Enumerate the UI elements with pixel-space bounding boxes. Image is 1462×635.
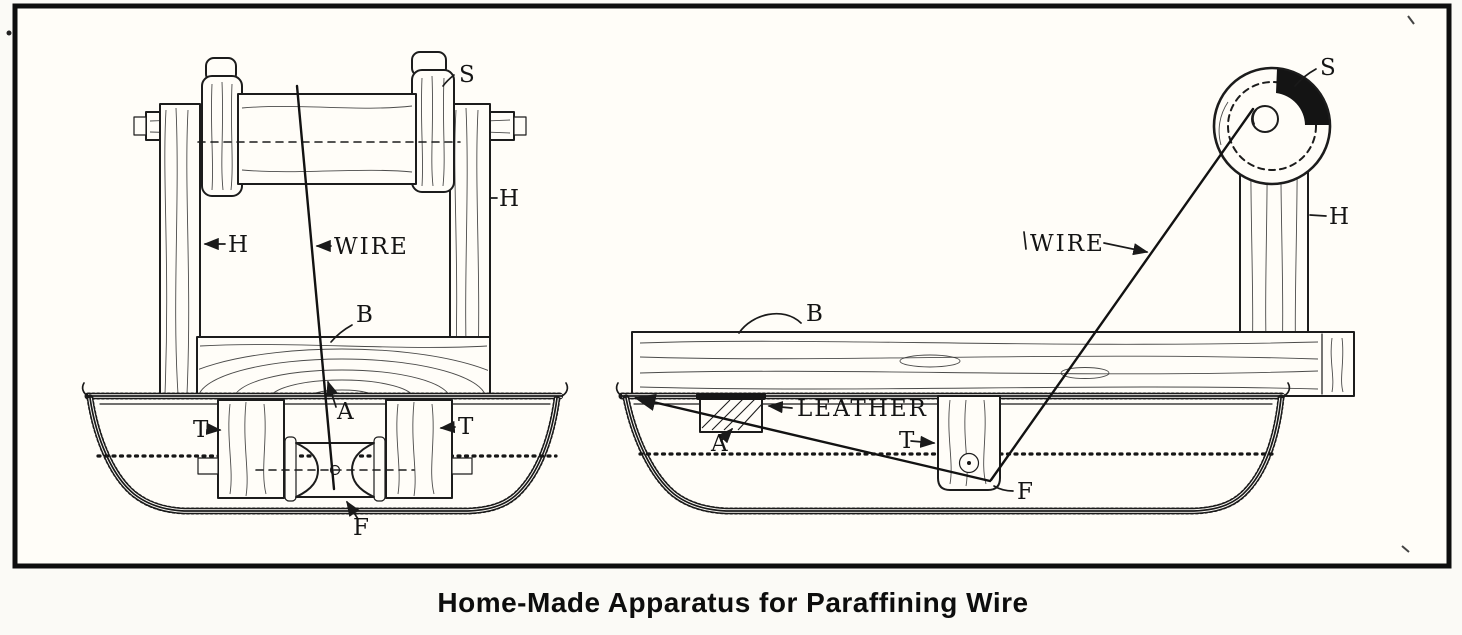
label-pulley-side: F xyxy=(1017,479,1035,505)
side-view-labels: S H WIRE B LEATHER A T F xyxy=(710,55,1351,505)
scan-speck xyxy=(1401,545,1410,553)
label-hole-front: A xyxy=(336,399,356,425)
side-view-diagram: S H WIRE B LEATHER A T F xyxy=(615,55,1355,515)
block-left xyxy=(217,399,285,499)
axle-dowel-right xyxy=(451,457,473,475)
board xyxy=(196,336,491,398)
axle-dowel-left xyxy=(197,457,219,475)
wire-line-lower xyxy=(633,394,992,483)
spool-shading xyxy=(1276,69,1329,125)
label-wire-side: WIRE xyxy=(1030,231,1105,257)
label-upright-left-front: H xyxy=(228,232,250,258)
label-block-right-front: T xyxy=(458,414,475,440)
spool xyxy=(197,51,461,197)
label-wire-front: WIRE xyxy=(334,234,409,260)
block-right xyxy=(385,399,453,499)
label-spool-front: S xyxy=(459,62,477,88)
label-board-side: B xyxy=(806,301,825,327)
leather-strip xyxy=(696,393,766,400)
label-pulley-front: F xyxy=(353,515,371,541)
pulley xyxy=(255,436,415,502)
scan-speck xyxy=(6,30,12,36)
figure-caption: Home-Made Apparatus for Paraffining Wire xyxy=(437,587,1028,618)
wire-line-upper xyxy=(989,107,1255,482)
front-view-labels: S H H WIRE B A T T F xyxy=(193,62,521,541)
spool xyxy=(1212,66,1332,186)
label-block-left-front: T xyxy=(193,417,210,443)
label-block-side: A xyxy=(710,431,730,457)
scan-speck xyxy=(1407,15,1415,25)
front-view-diagram: S H H WIRE B A T T F xyxy=(81,51,569,541)
board xyxy=(631,331,1355,397)
label-upright-side: H xyxy=(1329,204,1351,230)
pan xyxy=(81,382,569,515)
label-support-side: T xyxy=(899,428,916,454)
label-spool-side: S xyxy=(1320,55,1338,81)
wire-line xyxy=(295,84,336,491)
upright-left xyxy=(159,103,201,399)
label-upright-right-front: H xyxy=(499,186,521,212)
label-leather: LEATHER xyxy=(797,396,928,422)
pulley-support xyxy=(937,395,1001,491)
label-board-front: B xyxy=(356,302,375,328)
